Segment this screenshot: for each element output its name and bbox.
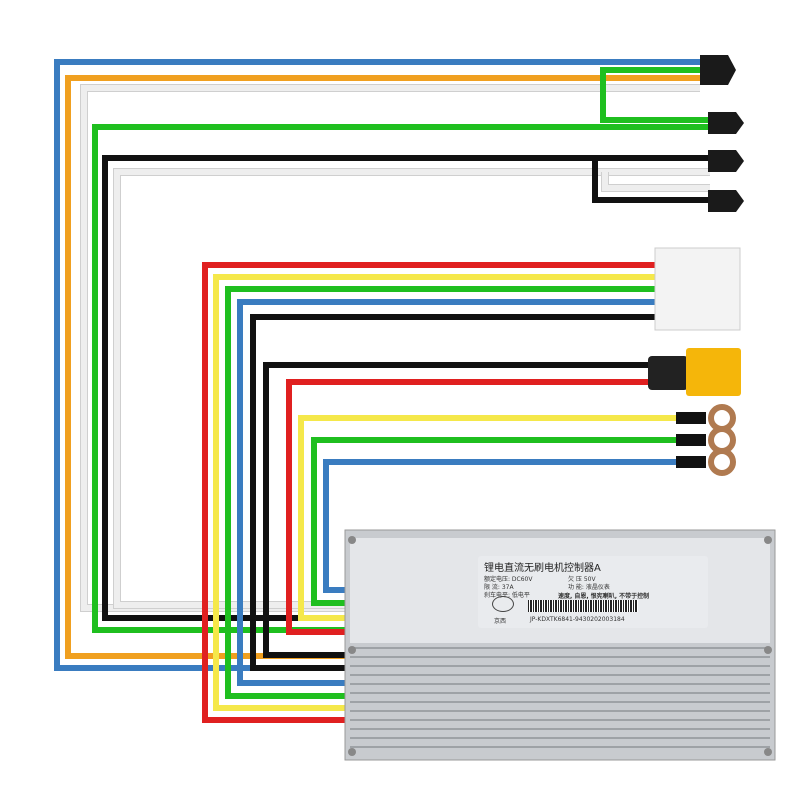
wire-green bbox=[600, 67, 710, 123]
wire-green bbox=[92, 124, 710, 633]
screw bbox=[764, 646, 772, 654]
label-function: 功 能: 液晶仪表 bbox=[568, 584, 610, 591]
connector-3pin-c-latch bbox=[736, 190, 744, 212]
white-multipin-connector bbox=[654, 247, 741, 331]
wire-yellow bbox=[213, 274, 655, 711]
wire-yellow bbox=[298, 415, 685, 621]
label-rated-voltage: 额定电压: DC60V bbox=[484, 576, 533, 583]
screw bbox=[348, 748, 356, 756]
connector-3pin-a bbox=[708, 112, 736, 134]
ring-terminal-sleeve bbox=[676, 456, 706, 468]
wire-red bbox=[286, 379, 660, 635]
label-serial: JP-KDXTK6841-9430202003184 bbox=[530, 616, 625, 623]
connector-3pin-a-latch bbox=[736, 112, 744, 134]
connector-4pin bbox=[700, 55, 728, 85]
ring-terminal bbox=[708, 426, 736, 454]
ring-terminal bbox=[708, 448, 736, 476]
label-undervoltage: 欠 压 50V bbox=[568, 576, 596, 583]
screw bbox=[348, 536, 356, 544]
wire-black bbox=[250, 314, 655, 671]
screw bbox=[764, 748, 772, 756]
controller-label: 锂电直流无刷电机控制器A 额定电压: DC60V 欠 压 50V 限 流: 37… bbox=[478, 556, 708, 628]
wire-black bbox=[263, 362, 660, 658]
wire-red bbox=[202, 262, 655, 723]
wire-green bbox=[311, 437, 690, 606]
wire-black bbox=[592, 158, 710, 203]
label-brake-level: 刹车电平: 低电平 bbox=[484, 592, 530, 599]
connector-3pin-b bbox=[708, 150, 736, 172]
ring-terminal bbox=[708, 404, 736, 432]
label-title: 锂电直流无刷电机控制器A bbox=[484, 563, 601, 574]
screw bbox=[764, 536, 772, 544]
wire-blue bbox=[237, 299, 655, 686]
xt60-connector bbox=[686, 348, 741, 396]
connector-3pin-c bbox=[708, 190, 736, 212]
wire-white bbox=[602, 172, 710, 191]
xt60-sleeve bbox=[648, 356, 688, 390]
connector-3pin-b-latch bbox=[736, 150, 744, 172]
screw bbox=[348, 646, 356, 654]
ring-terminal-sleeve bbox=[676, 412, 706, 424]
wire-white bbox=[114, 169, 710, 608]
brand-logo bbox=[492, 596, 514, 612]
ring-terminal-sleeve bbox=[676, 434, 706, 446]
barcode bbox=[528, 600, 638, 612]
wire-orange bbox=[65, 75, 700, 659]
wire-green bbox=[225, 286, 655, 699]
label-brand: 京西 bbox=[494, 618, 507, 625]
wire-blue bbox=[323, 459, 690, 593]
connector-4pin-latch bbox=[728, 55, 736, 85]
label-note: 速度, 自恩, 恨宪喇叭, 不带于控制 bbox=[558, 593, 650, 600]
label-current-limit: 限 流: 37A bbox=[484, 584, 514, 591]
